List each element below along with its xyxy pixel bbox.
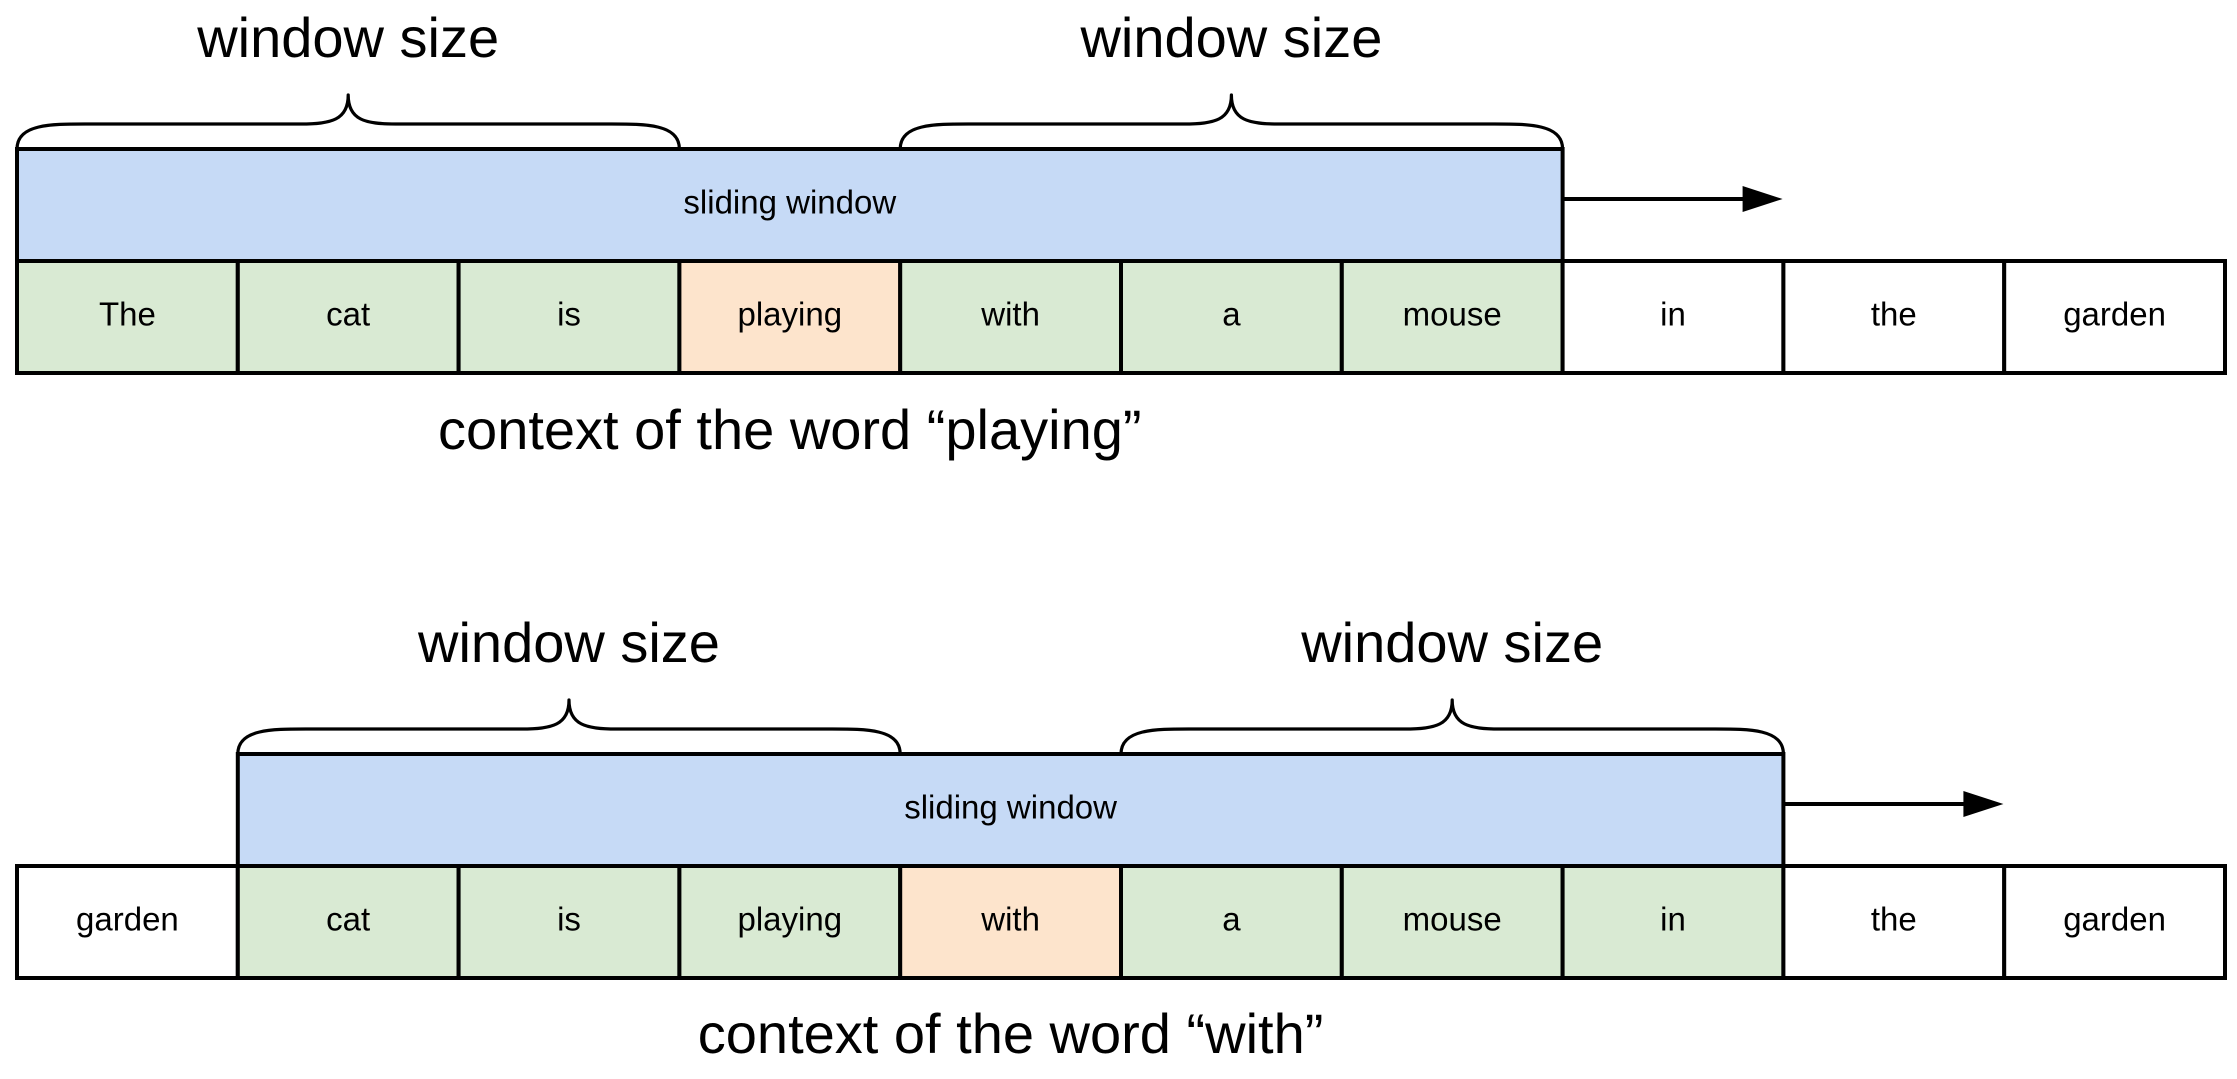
curly-brace-icon: [236, 698, 902, 756]
token-cell: [1339, 864, 1565, 980]
token-label: a: [1222, 901, 1241, 938]
token-cell: [1560, 864, 1786, 980]
panel-top: The cat is playing with a mouse in the garden slid…: [15, 6, 2227, 461]
sliding-window-label: sliding window: [904, 789, 1117, 826]
token-label: in: [1660, 296, 1686, 333]
token-label: the: [1871, 296, 1917, 333]
token-label: the: [1871, 901, 1917, 938]
token-label: mouse: [1403, 296, 1502, 333]
token-label: in: [1660, 901, 1686, 938]
panel-bottom: garden cat is playing with a mouse in the garden s…: [15, 611, 2227, 1065]
token-label: The: [99, 296, 156, 333]
token-cell: [677, 864, 903, 980]
right-arrow-icon: [1963, 791, 2004, 817]
token-label: cat: [326, 901, 370, 938]
token-cell: [1560, 259, 1786, 375]
right-arrow-icon: [1742, 186, 1783, 212]
token-label: playing: [738, 296, 843, 333]
curly-brace-icon: [898, 93, 1565, 151]
token-cell: [15, 259, 240, 375]
token-cell: [1119, 864, 1344, 980]
token-label: mouse: [1403, 901, 1502, 938]
context-caption: context of the word “playing”: [438, 398, 1141, 461]
token-cell: [235, 259, 461, 375]
token-cell: [1119, 259, 1344, 375]
right-window-size-label: window size: [1300, 611, 1603, 674]
token-label: with: [980, 901, 1040, 938]
sliding-window-band: [235, 752, 1786, 868]
token-cell: [2002, 864, 2227, 980]
sliding-window-label: sliding window: [683, 184, 896, 221]
token-label: with: [980, 296, 1040, 333]
left-window-size-label: window size: [196, 6, 499, 69]
token-label: a: [1222, 296, 1241, 333]
token-cell: [1781, 864, 2007, 980]
token-cell: [2002, 259, 2227, 375]
curly-brace-icon: [15, 93, 681, 151]
target-token-cell: [898, 864, 1124, 980]
token-label: is: [557, 901, 581, 938]
left-window-size-label: window size: [417, 611, 720, 674]
token-cell: [1339, 259, 1565, 375]
token-label: playing: [738, 901, 843, 938]
token-cell: [1781, 259, 2007, 375]
token-label: garden: [2063, 901, 2166, 938]
curly-brace-icon: [1119, 698, 1785, 756]
context-caption: context of the word “with”: [698, 1002, 1324, 1065]
right-window-size-label: window size: [1079, 6, 1382, 69]
token-cell: [235, 864, 461, 980]
token-label: is: [557, 296, 581, 333]
token-cell: [898, 259, 1124, 375]
token-label: garden: [2063, 296, 2166, 333]
token-label: garden: [76, 901, 179, 938]
token-label: cat: [326, 296, 370, 333]
sliding-window-band: [15, 147, 1565, 263]
